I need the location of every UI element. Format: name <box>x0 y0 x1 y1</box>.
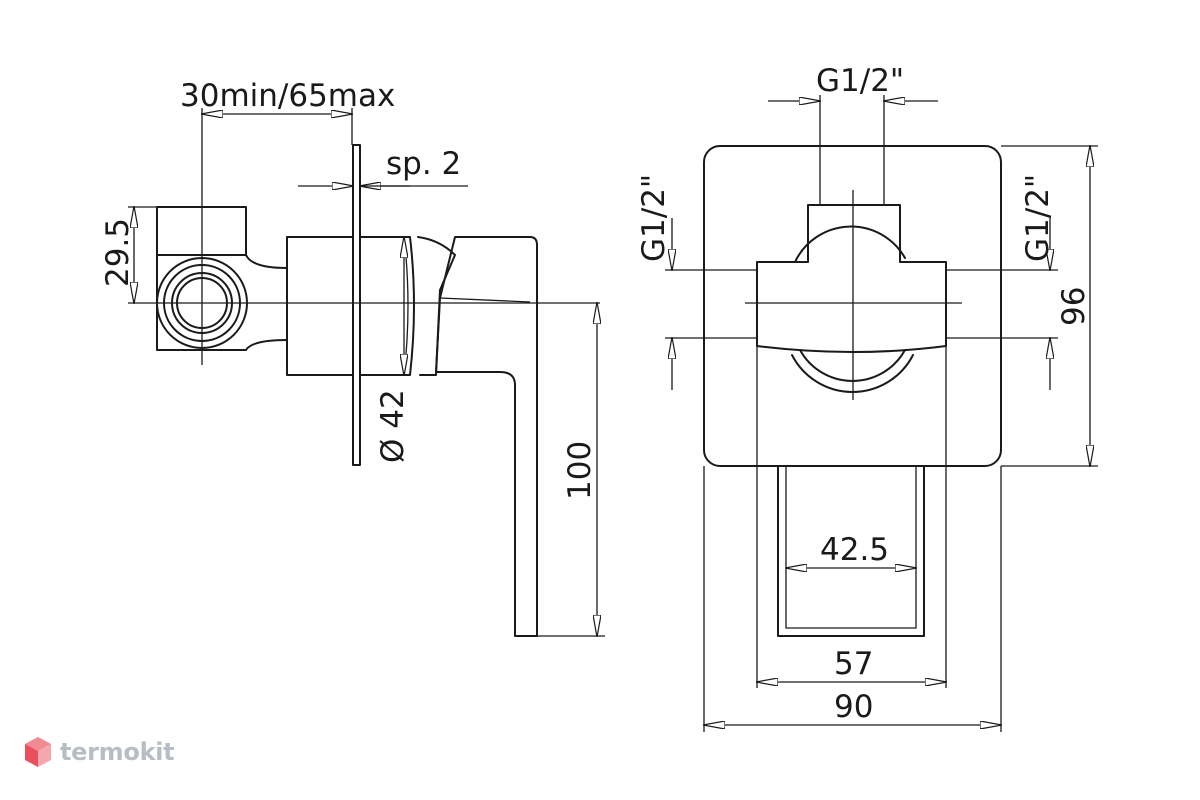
lever-front <box>777 465 925 637</box>
dim-left-thread: G1/2" <box>636 174 757 390</box>
side-view: 30min/65max sp. 2 29.5 Ø 42 100 <box>100 78 605 637</box>
wall-plate <box>352 144 361 466</box>
dim-lever-label: 42.5 <box>820 532 889 568</box>
dim-plate-width-label: 90 <box>834 689 873 725</box>
brand-logo: termokit <box>24 736 175 768</box>
cover-plate <box>703 145 1002 467</box>
dim-height: 96 <box>1001 146 1098 466</box>
dim-handle-label: 100 <box>562 441 598 500</box>
dim-body-label: 57 <box>834 646 873 682</box>
dim-body: 57 <box>757 346 946 688</box>
brand-name: termokit <box>60 738 175 766</box>
cover-sleeve <box>359 236 456 376</box>
lever-handle <box>435 236 538 637</box>
dim-inlet-label: 29.5 <box>100 218 136 287</box>
dim-right-thread: G1/2" <box>946 174 1058 390</box>
dim-top-thread-label: G1/2" <box>816 63 904 99</box>
mixer-body <box>286 236 354 376</box>
dim-top-thread: G1/2" <box>768 63 938 205</box>
dim-plate-width: 90 <box>704 466 1001 732</box>
dim-left-thread-label: G1/2" <box>636 174 672 262</box>
dim-wall-label: 30min/65max <box>180 78 395 114</box>
dim-right-thread-label: G1/2" <box>1020 174 1056 262</box>
inlet-elbow <box>156 206 288 351</box>
cube-icon <box>25 737 51 767</box>
dim-diameter-label: Ø 42 <box>375 389 411 463</box>
dim-inlet: 29.5 <box>100 207 157 303</box>
dim-handle: 100 <box>537 303 605 636</box>
dim-height-label: 96 <box>1056 287 1092 326</box>
dim-lever: 42.5 <box>786 532 916 568</box>
dim-wall: 30min/65max <box>180 78 395 145</box>
lever-edge <box>439 297 531 303</box>
dim-diameter: Ø 42 <box>375 237 411 463</box>
dim-plate: sp. 2 <box>298 146 468 186</box>
front-view: G1/2" G1/2" G1/2" 96 42.5 <box>636 63 1098 732</box>
dim-plate-label: sp. 2 <box>386 146 461 182</box>
